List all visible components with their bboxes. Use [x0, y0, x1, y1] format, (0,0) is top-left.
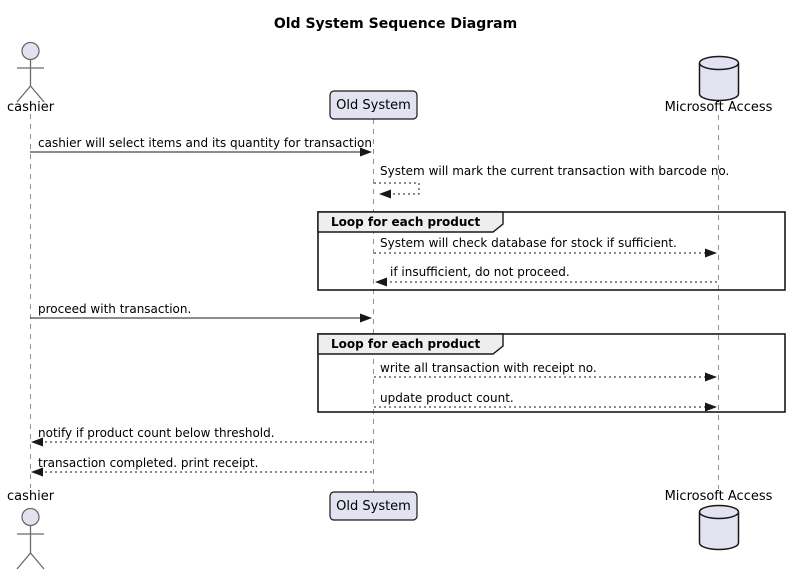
participant-label-ms-access-top: Microsoft Access [664, 100, 773, 115]
database-icon-top [698, 55, 740, 102]
participant-label-old-system-top: Old System [336, 98, 411, 113]
message-label-6: write all transaction with receipt no. [380, 361, 597, 375]
loop-frame-2-header [317, 333, 504, 355]
participant-label-cashier-bottom: cashier [6, 489, 55, 504]
participant-box-old-system-bottom [329, 491, 418, 521]
participant-box-old-system-top [329, 90, 418, 120]
participant-label-ms-access-bottom: Microsoft Access [664, 489, 773, 504]
message-label-9: transaction completed. print receipt. [38, 456, 259, 470]
loop-label-2: Loop for each product [331, 337, 481, 351]
participant-label-old-system-bottom: Old System [336, 499, 411, 514]
message-label-5: proceed with transaction. [38, 302, 192, 316]
loop-frame-1 [317, 211, 786, 291]
loop-frame-1-header [317, 211, 504, 233]
message-label-1: cashier will select items and its quanti… [38, 136, 372, 150]
participant-label-cashier-top: cashier [6, 100, 55, 115]
loop-frame-2 [317, 333, 786, 413]
loop-label-1: Loop for each product [331, 215, 481, 229]
message-label-2: System will mark the current transaction… [380, 164, 730, 178]
message-label-8: notify if product count below threshold. [38, 426, 275, 440]
diagram-title: Old System Sequence Diagram [273, 16, 518, 32]
message-label-7: update product count. [380, 391, 514, 405]
actor-cashier-bottom-icon [16, 507, 45, 570]
actor-cashier-top-icon [16, 41, 45, 103]
message-arrow-2-self [374, 182, 420, 199]
database-icon-bottom [698, 504, 740, 551]
message-label-4: if insufficient, do not proceed. [390, 265, 570, 279]
message-label-3: System will check database for stock if … [380, 236, 677, 250]
